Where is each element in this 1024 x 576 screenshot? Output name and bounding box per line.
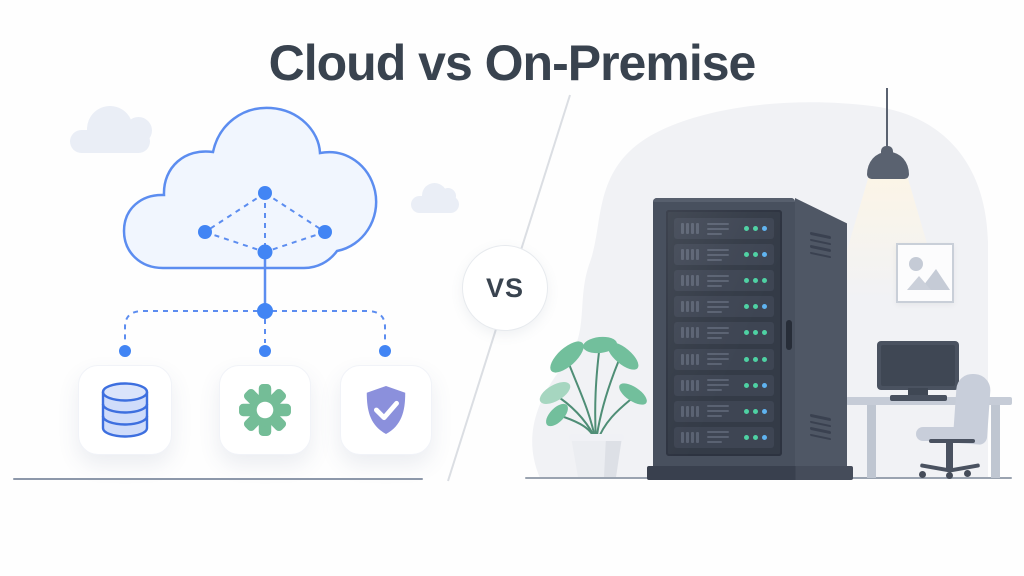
vent-lines [706,248,729,261]
drive-slots [681,223,699,235]
vent-lines [706,431,729,444]
vent-lines [706,379,729,392]
shield-check-icon [366,385,406,435]
lamp-cap [881,146,893,156]
server-unit [674,270,774,292]
drive-slots [681,405,699,417]
network-nodes [119,186,391,357]
image-placeholder-icon [907,257,950,290]
server-unit [674,374,774,396]
vent-lines [706,274,729,287]
vs-badge: VS [462,245,548,331]
server-rack-window [666,210,782,456]
vent-lines [706,405,729,418]
vent-lines [706,353,729,366]
status-leds [744,356,767,362]
page-title: Cloud vs On-Premise [268,35,757,91]
desk-leg [867,404,876,478]
server-unit [674,348,774,370]
feature-card-security [340,365,432,455]
drive-slots [681,431,699,443]
status-leds [744,278,767,284]
ground-line-left [13,478,423,480]
status-leds [744,408,767,414]
drive-slots [681,353,699,365]
status-leds [744,252,767,258]
rack-door-handle [786,320,792,350]
pendant-lamp-icon [867,152,909,179]
vent-lines [810,413,831,441]
status-leds [744,330,767,336]
drive-slots [681,327,699,339]
chair-caster [919,471,926,478]
server-rack-front [653,198,795,466]
drive-slots [681,275,699,287]
decorative-cloud [70,106,152,153]
feature-card-storage [78,365,172,455]
status-leds [744,382,767,388]
monitor-stand [908,388,928,397]
vent-lines [810,231,831,259]
potted-plant [539,336,647,477]
server-rack-base [647,466,853,480]
decorative-cloud [411,183,459,213]
desk [846,397,1012,405]
office-chair-post [946,442,953,470]
status-leds [744,226,767,232]
server-unit [674,218,774,240]
feature-card-settings [219,365,311,455]
server-unit [674,426,774,448]
server-unit [674,296,774,318]
drive-slots [681,379,699,391]
office-chair-seat [916,427,983,441]
server-rack [647,198,853,482]
monitor-base [890,395,947,401]
status-leds [744,434,767,440]
server-unit [674,322,774,344]
cloud-network-diagram [119,106,391,357]
cloud-shape [122,106,378,270]
lamp-cord [886,88,888,150]
picture-frame [896,243,954,303]
chair-caster [946,472,953,479]
drive-slots [681,301,699,313]
database-icon [101,382,149,438]
vent-lines [706,326,729,339]
desk-leg [991,404,1000,478]
gear-icon [239,384,291,436]
office-chair-frame [929,439,975,443]
vent-lines [706,222,729,235]
drive-slots [681,249,699,261]
server-unit [674,244,774,266]
server-units [674,218,774,448]
chair-caster [964,470,971,477]
vent-lines [706,300,729,313]
server-rack-side [795,198,847,480]
monitor-icon [877,341,959,390]
status-leds [744,304,767,310]
server-unit [674,400,774,422]
